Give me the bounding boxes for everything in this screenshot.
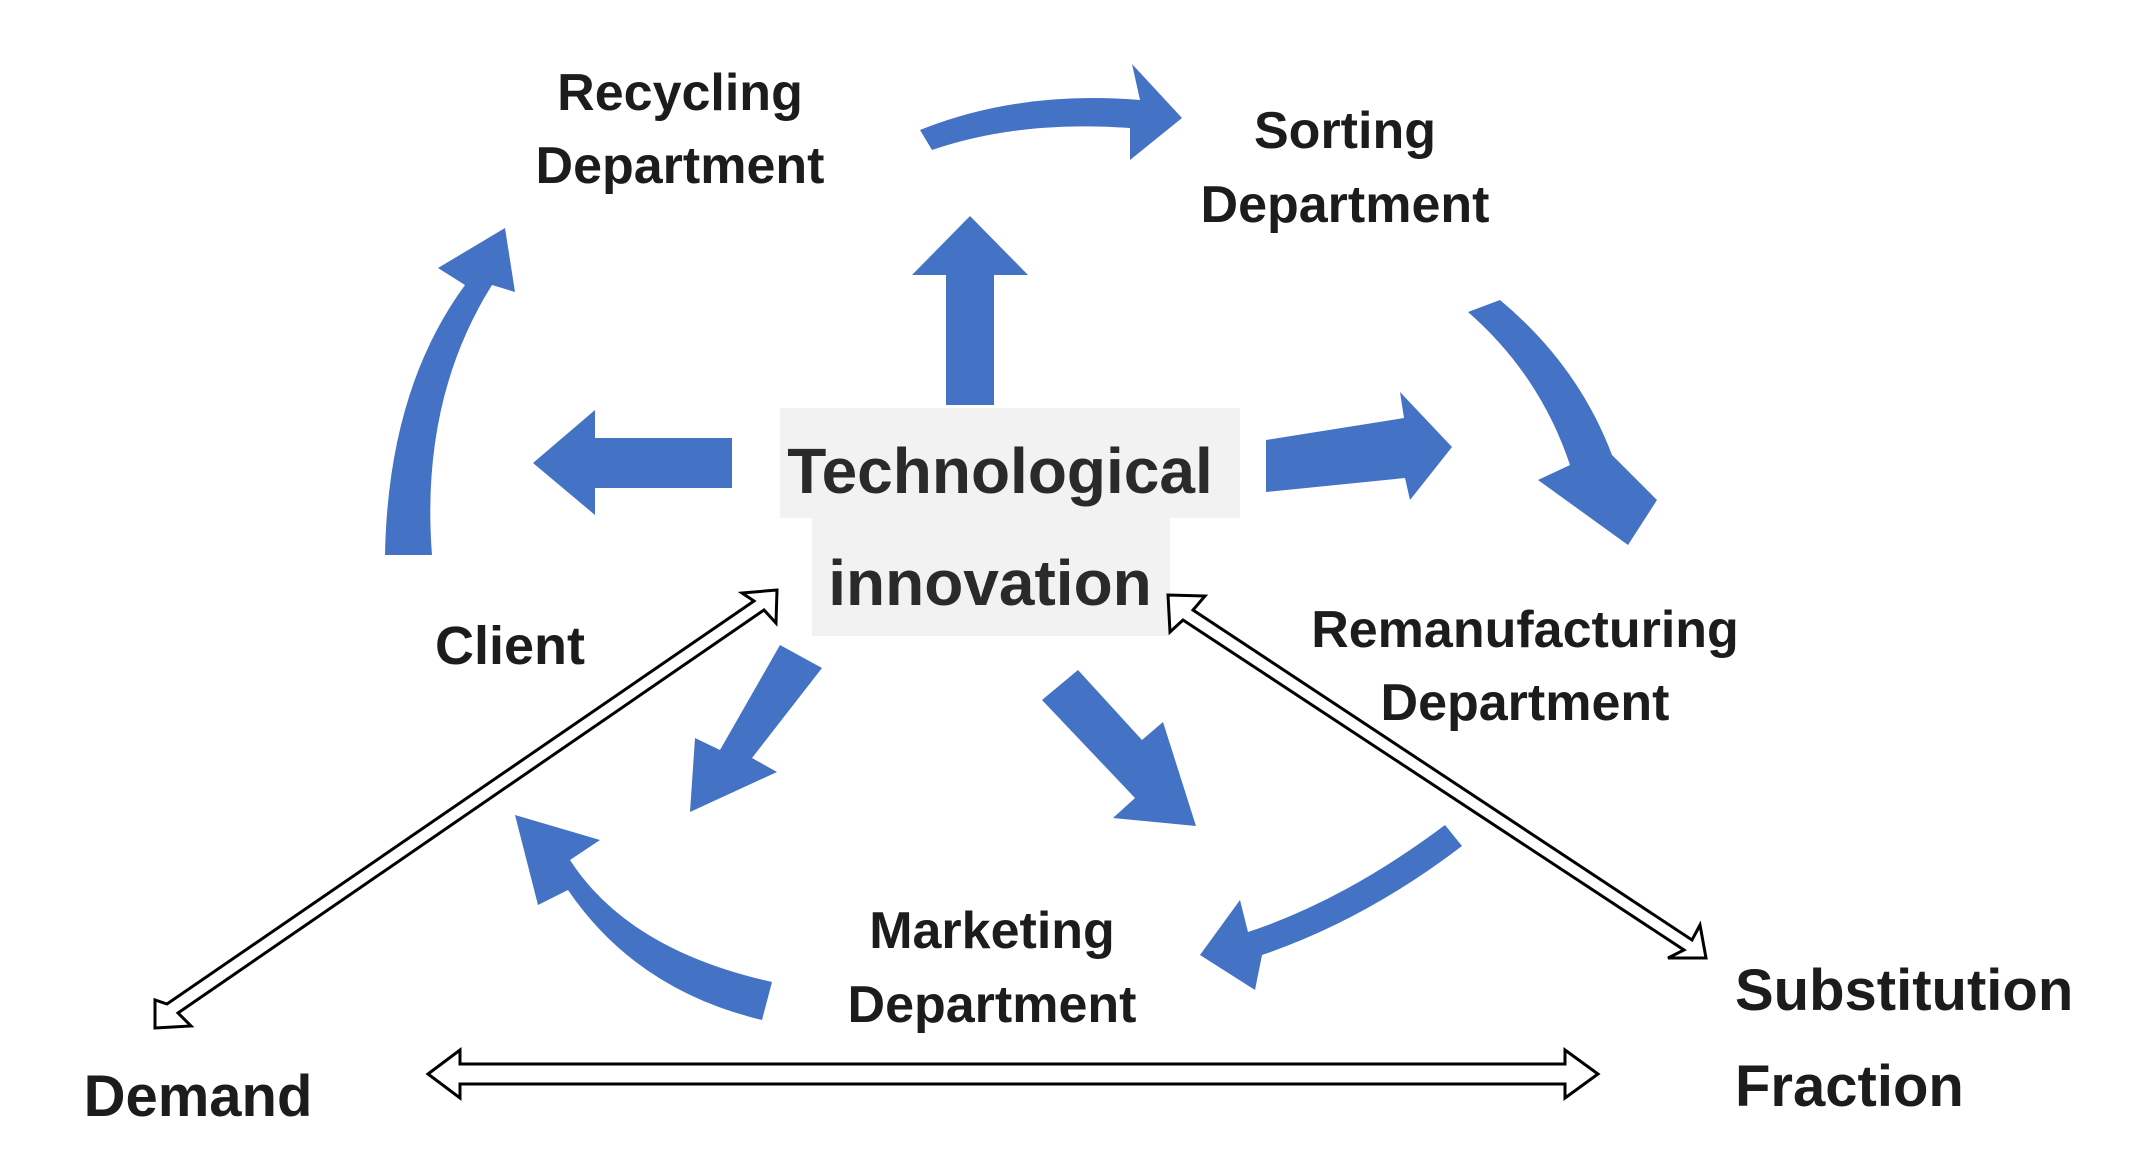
substitution-label-line2: Fraction <box>1735 1054 1964 1119</box>
substitution-label-line1: Substitution <box>1735 958 2073 1023</box>
client-label: Client <box>435 616 585 676</box>
sorting-label-line2: Department <box>1201 176 1490 234</box>
recycling-label-line1: Recycling <box>557 64 803 122</box>
center-box-top <box>780 408 1240 518</box>
cycle-arrow-remanufacturing-to-marketing <box>1200 825 1462 990</box>
center-label-line1: Technological <box>787 435 1213 507</box>
recycling-label-line2: Department <box>536 137 825 195</box>
center-box-bottom <box>812 518 1170 636</box>
center-label-line2: innovation <box>828 547 1152 619</box>
remanufacturing-label-line2: Department <box>1381 674 1670 732</box>
marketing-label-line1: Marketing <box>869 902 1115 960</box>
center-arrow-up <box>912 216 1028 405</box>
center-arrow-right <box>1266 392 1452 500</box>
cycle-arrow-recycling-to-sorting <box>920 64 1182 160</box>
cycle-arrow-client-to-recycling <box>385 228 515 555</box>
marketing-label-line2: Department <box>848 976 1137 1034</box>
cycle-arrow-marketing-to-client <box>515 815 772 1020</box>
center-arrow-down-right <box>1042 670 1196 826</box>
center-arrow-down-left <box>690 645 822 812</box>
link-technological-substitution <box>1166 593 1708 960</box>
center-arrow-left <box>533 410 732 515</box>
demand-label: Demand <box>84 1064 313 1129</box>
sorting-label-line1: Sorting <box>1254 102 1436 160</box>
remanufacturing-label-line1: Remanufacturing <box>1311 601 1739 659</box>
link-demand-substitution <box>425 1047 1601 1101</box>
link-demand-technological <box>153 588 779 1030</box>
cycle-arrow-sorting-to-remanufacturing <box>1468 300 1657 545</box>
